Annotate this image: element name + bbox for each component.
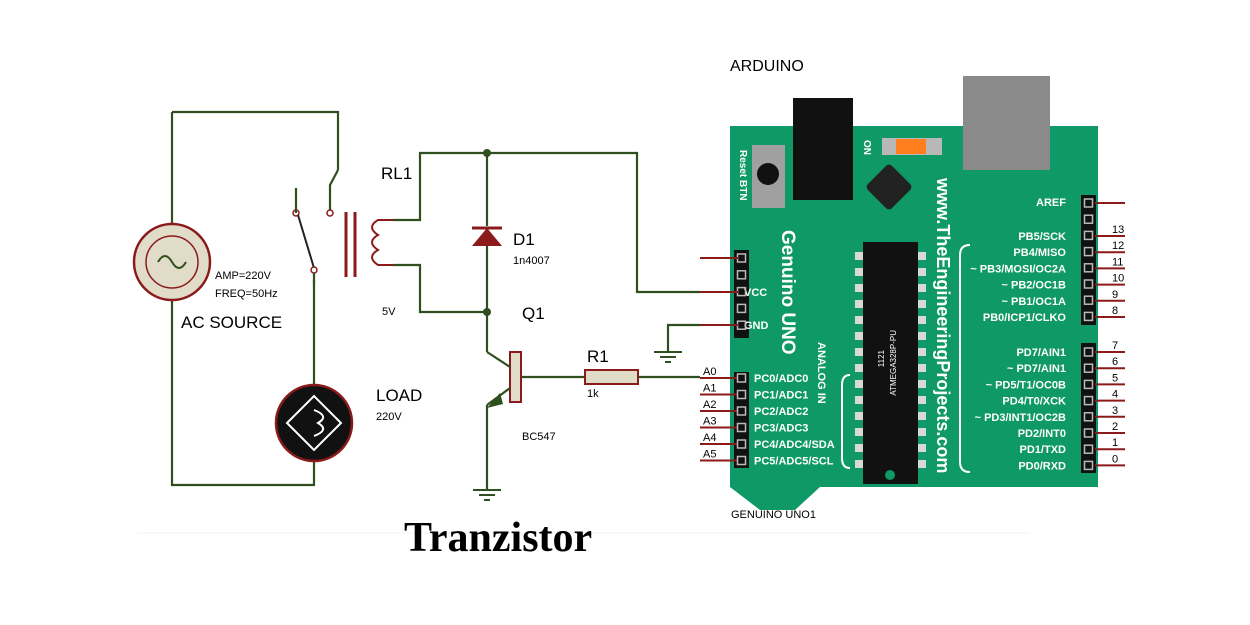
ac-freq-label: FREQ=50Hz: [215, 288, 278, 300]
junction-dot: [483, 308, 491, 316]
digital-pin-label: ~ PB1/OC1A: [1002, 296, 1067, 308]
digital-pin-number: 7: [1112, 340, 1118, 352]
digital-pin-number: 10: [1112, 273, 1124, 285]
ac-amp-label: AMP=220V: [215, 270, 272, 282]
analog-pin-number: A2: [703, 399, 716, 411]
transistor-q1: [486, 351, 522, 408]
reset-label: Reset BTN: [737, 150, 748, 201]
analog-pin-label: PC2/ADC2: [754, 406, 808, 418]
vcc-label: VCC: [744, 287, 767, 299]
digital-header-top: [1081, 195, 1096, 325]
digital-header-bottom: [1081, 343, 1096, 473]
digital-pin-label: PB5/SCK: [1018, 231, 1066, 243]
genuino-label: Genuino UNO: [777, 230, 798, 355]
arduino-board: [730, 76, 1098, 510]
digital-pin-label: PB0/ICP1/CLKO: [983, 312, 1067, 324]
chip-id: 1121: [877, 349, 886, 367]
digital-pin-number: 9: [1112, 289, 1118, 301]
d1-part: 1n4007: [513, 255, 550, 267]
digital-pin-number: 1: [1112, 437, 1118, 449]
chip-label: ATMEGA328P-PU: [889, 330, 898, 396]
d1-label: D1: [513, 230, 535, 249]
ac-source-label: AC SOURCE: [181, 313, 282, 332]
digital-pin-number: 13: [1112, 224, 1124, 236]
digital-pin-label: PD4/T0/XCK: [1002, 396, 1066, 408]
digital-pin-number: 12: [1112, 240, 1124, 252]
digital-pin-number: 3: [1112, 405, 1118, 417]
load-label: LOAD: [376, 386, 422, 405]
digital-pin-label: PD2/INT0: [1018, 428, 1066, 440]
website-label: www.TheEngineeringProjects.com: [933, 177, 953, 473]
digital-pin-label: PB4/MISO: [1013, 247, 1066, 259]
analog-pin-label: PC1/ADC1: [754, 390, 808, 402]
r1-label: R1: [587, 347, 609, 366]
ground-symbol: [473, 489, 501, 501]
diode-d1: [472, 226, 502, 246]
usb-connector: [963, 76, 1050, 170]
circuit-wires: [170, 110, 700, 490]
analog-in-label: ANALOG IN: [815, 342, 827, 404]
board-name: GENUINO UNO1: [731, 509, 816, 521]
junction-dot: [483, 149, 491, 157]
digital-pin-label: ~ PD7/AIN1: [1007, 363, 1066, 375]
analog-pin-number: A4: [703, 432, 716, 444]
q1-part: BC547: [522, 431, 556, 443]
power-jack: [793, 98, 853, 200]
load-voltage: 220V: [376, 411, 402, 423]
q1-label: Q1: [522, 304, 545, 323]
aref-label: AREF: [1036, 197, 1066, 209]
relay-switch: [292, 169, 393, 285]
analog-pin-number: A3: [703, 416, 716, 428]
digital-pin-label: PD7/AIN1: [1016, 347, 1066, 359]
r1-value: 1k: [587, 388, 599, 400]
analog-pin-label: PC4/ADC4/SDA: [754, 439, 835, 451]
resistor-r1: [584, 369, 639, 385]
digital-pin-number: 5: [1112, 372, 1118, 384]
digital-pin-number: 4: [1112, 389, 1118, 401]
atmega-chip: [863, 242, 918, 484]
analog-pin-number: A0: [703, 366, 716, 378]
digital-pin-number: 2: [1112, 421, 1118, 433]
caption: Tranzistor: [404, 515, 592, 561]
digital-pin-label: ~ PB3/MOSI/OC2A: [970, 263, 1066, 275]
load-lamp: [274, 383, 354, 463]
rl1-label: RL1: [381, 164, 412, 183]
analog-pin-number: A1: [703, 383, 716, 395]
digital-pin-label: PD0/RXD: [1018, 460, 1066, 472]
digital-pin-label: ~ PD5/T1/OC0B: [986, 379, 1066, 391]
digital-pin-number: 6: [1112, 356, 1118, 368]
gnd-label: GND: [744, 320, 769, 332]
analog-pins: A0PC0/ADC0A1PC1/ADC1A2PC2/ADC2A3PC3/ADC3…: [700, 253, 835, 468]
digital-pin-label: ~ PB2/OC1B: [1002, 280, 1067, 292]
analog-pin-label: PC5/ADC5/SCL: [754, 456, 834, 468]
arduino-title: ARDUINO: [730, 58, 804, 75]
analog-pin-label: PC0/ADC0: [754, 373, 808, 385]
ground-symbol: [654, 351, 682, 363]
analog-header: [734, 372, 749, 468]
v5-label: 5V: [382, 306, 396, 318]
digital-pin-label: ~ PD3/INT1/OC2B: [975, 412, 1066, 424]
analog-pin-number: A5: [703, 449, 716, 461]
digital-pin-number: 11: [1112, 256, 1123, 268]
digital-pin-number: 8: [1112, 305, 1118, 317]
digital-pin-number: 0: [1112, 453, 1118, 465]
on-label: ON: [861, 140, 872, 155]
smd-chip: [866, 164, 912, 210]
analog-pin-label: PC3/ADC3: [754, 423, 808, 435]
digital-pin-label: PD1/TXD: [1020, 444, 1067, 456]
ac-source-symbol: [132, 222, 212, 302]
